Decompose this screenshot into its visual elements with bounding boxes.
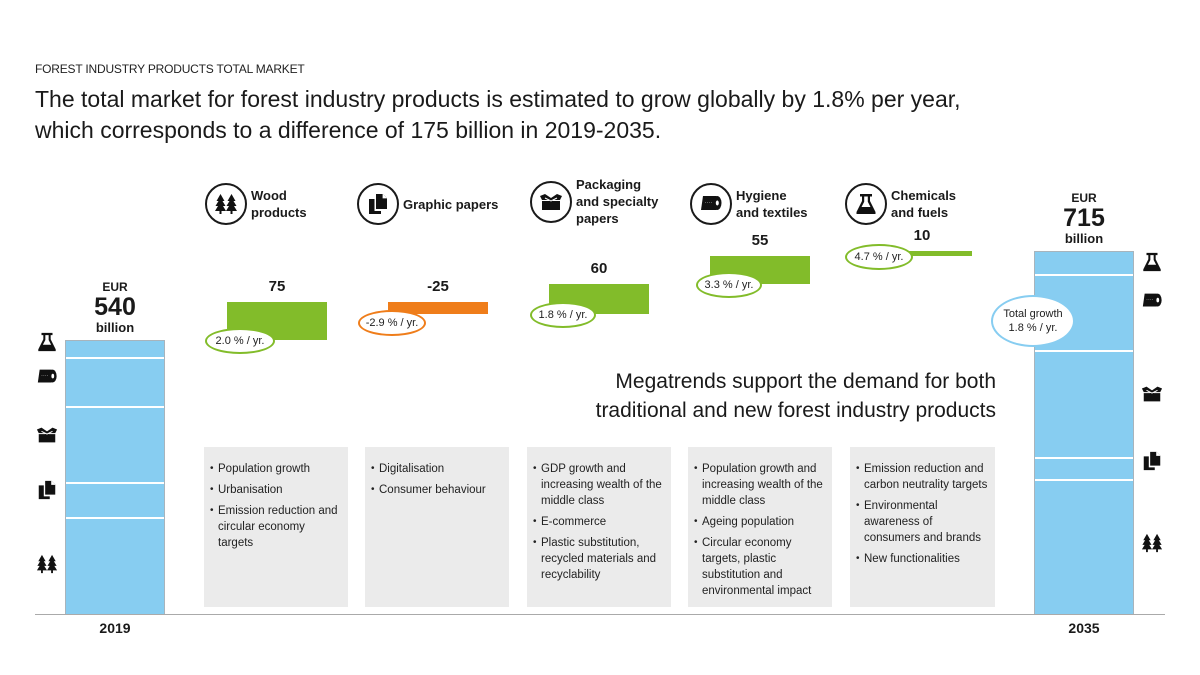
total-bar-2019 xyxy=(65,339,165,614)
total-2019-currency: EUR xyxy=(102,280,128,294)
delta-value-label: 55 xyxy=(751,231,769,249)
box-icon xyxy=(36,424,58,446)
trend-item: Emission reduction and circular economy … xyxy=(210,503,342,551)
box-icon xyxy=(530,180,572,223)
total-growth-oval: Total growth 1.8 % / yr. xyxy=(991,295,1075,347)
category-header-chemicals: Chemicals and fuels xyxy=(845,183,956,225)
headline: The total market for forest industry pro… xyxy=(35,84,1135,146)
category-title: Hygiene and textiles xyxy=(736,188,808,220)
toilet-roll-icon xyxy=(1141,290,1163,312)
year-label-2035: 2035 xyxy=(1068,620,1100,636)
total-2035-value: 715 xyxy=(1063,204,1105,232)
category-title: Graphic papers xyxy=(403,196,499,212)
trend-item: Population growth xyxy=(210,461,342,477)
trend-item: Digitalisation xyxy=(371,461,503,477)
documents-icon xyxy=(357,183,399,225)
growth-rate-oval: 2.0 % / yr. xyxy=(205,327,275,354)
headline-line-1: The total market for forest industry pro… xyxy=(35,86,961,112)
megatrend-line-1: Megatrends support the demand for both xyxy=(615,370,996,393)
category-title: Chemicals and fuels xyxy=(891,188,957,220)
total-2035-label: EUR 715 billion xyxy=(1034,191,1134,246)
category-header-packaging: Packaging and specialty papers xyxy=(530,176,658,227)
trend-item: New functionalities xyxy=(856,551,989,567)
chart-baseline xyxy=(35,614,1165,615)
total-growth-rate: 1.8 % / yr. xyxy=(1008,322,1058,334)
trend-item: Urbanisation xyxy=(210,482,342,498)
total-2019-unit: billion xyxy=(95,320,135,335)
trees-icon xyxy=(1141,532,1163,554)
growth-rate-oval: 4.7 % / yr. xyxy=(845,243,913,270)
segment-divider xyxy=(1035,273,1133,276)
total-growth-label: Total growth xyxy=(1003,308,1063,320)
growth-rate-oval: 1.8 % / yr. xyxy=(530,302,596,329)
year-label-2019: 2019 xyxy=(99,620,131,636)
trend-box-graphic: Digitalisation Consumer behaviour xyxy=(365,447,509,607)
category-title: Wood products xyxy=(251,188,307,220)
headline-line-2: which corresponds to a difference of 175… xyxy=(35,117,662,143)
trend-item: Environmental awareness of consumers and… xyxy=(856,498,989,546)
total-2035-unit: billion xyxy=(1064,231,1104,246)
toilet-roll-icon xyxy=(36,366,58,388)
category-header-wood: Wood products xyxy=(205,183,307,225)
segment-divider xyxy=(66,357,164,360)
trend-box-wood: Population growth Urbanisation Emission … xyxy=(204,447,348,607)
trend-item: Consumer behaviour xyxy=(371,482,503,498)
megatrend-line-2: traditional and new forest industry prod… xyxy=(595,399,996,422)
segment-divider xyxy=(1035,349,1133,352)
trend-item: GDP growth and increasing wealth of the … xyxy=(533,461,665,509)
section-kicker: FOREST INDUSTRY PRODUCTS TOTAL MARKET xyxy=(35,62,305,76)
category-header-graphic: Graphic papers xyxy=(357,183,498,225)
segment-divider xyxy=(66,517,164,520)
trend-item: Plastic substitution, recycled materials… xyxy=(533,535,665,583)
total-2019-value: 540 xyxy=(94,293,136,321)
delta-value-label: -25 xyxy=(427,277,449,295)
trend-item: Population growth and increasing wealth … xyxy=(694,461,826,509)
category-title: Packaging and specialty papers xyxy=(576,177,659,226)
trend-item: Circular economy targets, plastic substi… xyxy=(694,535,826,599)
trend-item: E-commerce xyxy=(533,514,665,530)
total-2035-currency: EUR xyxy=(1071,191,1097,205)
trees-icon xyxy=(205,183,247,225)
segment-divider xyxy=(66,481,164,484)
segment-divider xyxy=(1035,456,1133,459)
box-icon xyxy=(1141,383,1163,405)
trend-box-chemicals: Emission reduction and carbon neutrality… xyxy=(850,447,995,607)
trend-item: Ageing population xyxy=(694,514,826,530)
megatrend-statement: Megatrends support the demand for both t… xyxy=(490,367,996,425)
flask-icon xyxy=(845,183,887,225)
toilet-roll-icon xyxy=(690,183,732,225)
trees-icon xyxy=(36,553,58,575)
delta-value-label: 10 xyxy=(913,226,931,244)
segment-divider xyxy=(1035,479,1133,482)
delta-value-label: 60 xyxy=(590,259,608,277)
category-header-hygiene: Hygiene and textiles xyxy=(690,183,808,225)
trend-item: Emission reduction and carbon neutrality… xyxy=(856,461,989,493)
segment-divider xyxy=(66,405,164,408)
delta-bar xyxy=(388,301,488,315)
delta-value-label: 75 xyxy=(268,277,286,295)
flask-icon xyxy=(1141,251,1163,273)
documents-icon xyxy=(36,479,58,501)
total-2019-label: EUR 540 billion xyxy=(65,280,165,335)
growth-rate-oval: 3.3 % / yr. xyxy=(696,271,762,298)
documents-icon xyxy=(1141,450,1163,472)
trend-box-hygiene: Population growth and increasing wealth … xyxy=(688,447,832,607)
flask-icon xyxy=(36,331,58,353)
trend-box-packaging: GDP growth and increasing wealth of the … xyxy=(527,447,671,607)
growth-rate-oval: -2.9 % / yr. xyxy=(358,310,426,337)
